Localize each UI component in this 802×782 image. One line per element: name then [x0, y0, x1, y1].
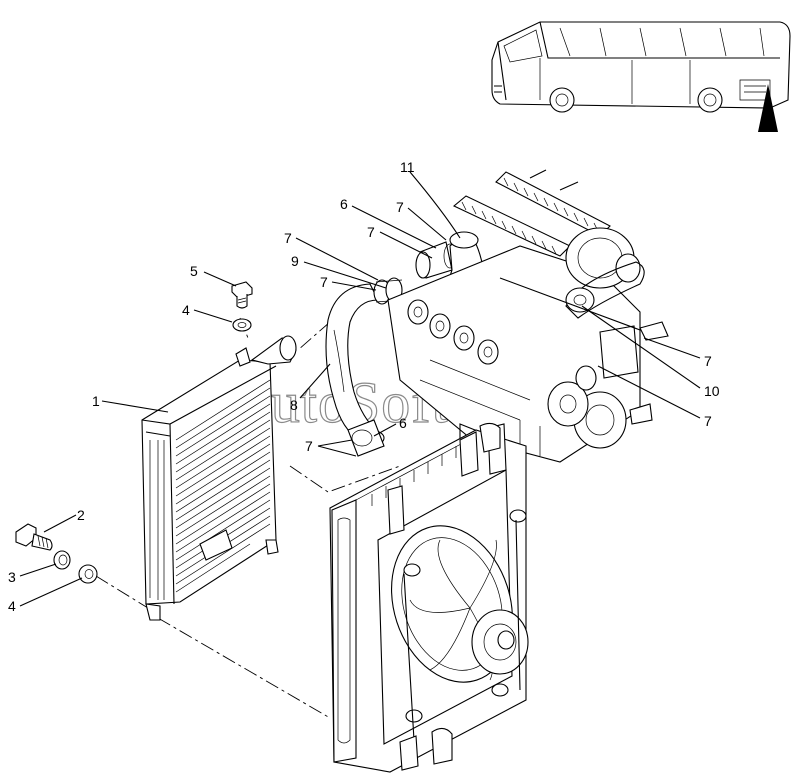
callout-2: 2 [77, 507, 85, 523]
leader-lines [19, 171, 701, 607]
callout-7-upper-mid: 7 [367, 224, 375, 240]
callout-9: 9 [291, 253, 299, 269]
callout-7-left: 7 [284, 230, 292, 246]
callout-10: 10 [704, 383, 720, 399]
callout-5: 5 [190, 263, 198, 279]
spring-washer-part-3 [53, 550, 71, 570]
radiator [141, 335, 297, 621]
callout-8: 8 [290, 397, 298, 413]
callout-labels: 1 2 3 4 4 5 6 6 7 7 7 7 7 7 7 8 9 10 11 [8, 159, 720, 614]
callout-6-upper: 6 [340, 196, 348, 212]
callout-4-bottom: 4 [8, 598, 16, 614]
bolt-part-5 [231, 281, 253, 309]
fan-shroud-assembly [329, 422, 529, 773]
callout-1: 1 [92, 393, 100, 409]
callout-7-right-top: 7 [704, 353, 712, 369]
washer-part-4-top [232, 318, 252, 332]
callout-4-top: 4 [182, 302, 190, 318]
callout-6-lower: 6 [399, 415, 407, 431]
callout-3: 3 [8, 569, 16, 585]
engine-block [387, 169, 669, 463]
bolt-part-2 [15, 523, 53, 551]
callout-7-right-low: 7 [704, 413, 712, 429]
callout-11: 11 [400, 159, 415, 175]
hose-part-6-lower [347, 419, 385, 457]
hose-part-6-upper [415, 241, 457, 279]
washer-part-4-bottom [78, 564, 98, 584]
callout-7-bottom-pair: 7 [305, 438, 313, 454]
callout-7-left-lower: 7 [320, 274, 328, 290]
callout-7-top-center: 7 [396, 199, 404, 215]
bus-locator-illustration [491, 21, 791, 132]
